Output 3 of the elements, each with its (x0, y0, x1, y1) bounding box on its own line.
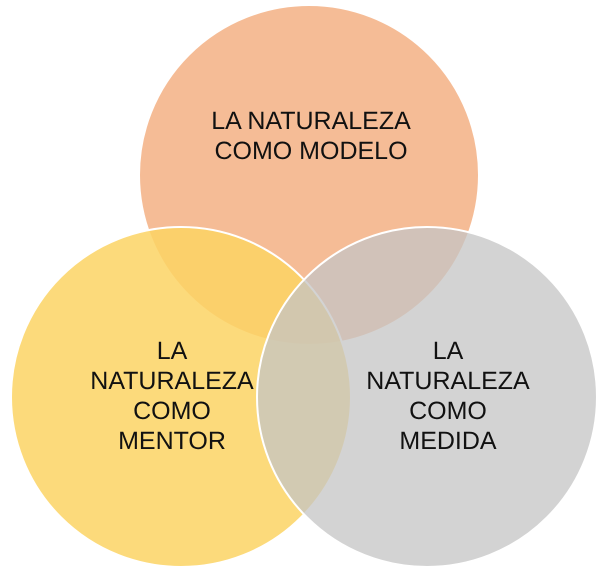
circle-label: LA NATURALEZA COMO MODELO (210, 106, 412, 166)
circle-label: LA NATURALEZA COMO MEDIDA (365, 336, 531, 456)
circle-label: LA NATURALEZA COMO MENTOR (89, 336, 255, 456)
